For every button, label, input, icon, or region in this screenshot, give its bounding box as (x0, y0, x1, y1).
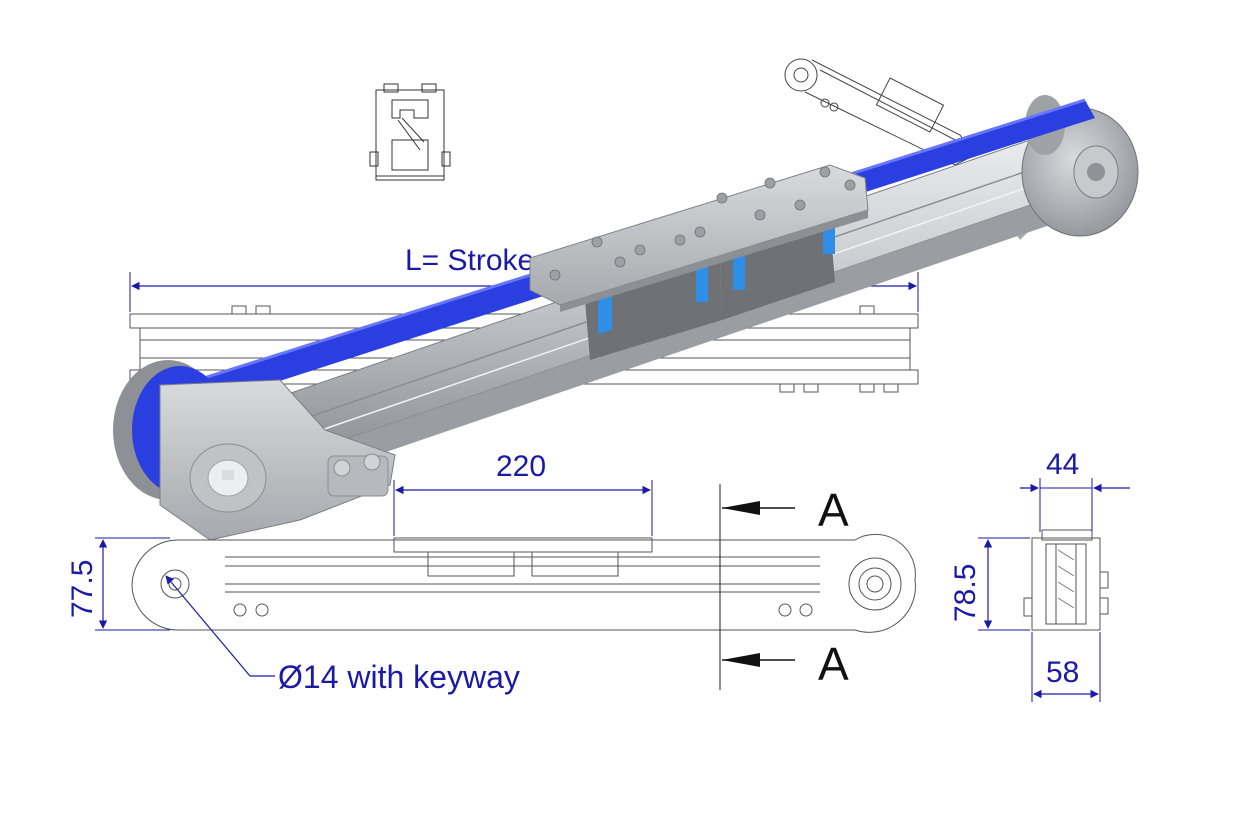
end-view-small (369, 83, 451, 181)
width-bottom-label: 58 (1046, 656, 1079, 689)
stroke-label: L= Stroke (405, 244, 534, 277)
width-top-label: 44 (1046, 448, 1079, 481)
end-height-label: 77.5 (66, 560, 99, 618)
width-bottom-dimension: 58 (1031, 632, 1101, 702)
height-side-label: 78.5 (949, 564, 982, 622)
near-pulley (113, 360, 396, 541)
section-mark-top: A (818, 484, 849, 536)
height-side-dimension: 78.5 (949, 537, 1030, 631)
iso-render (113, 95, 1139, 541)
section-line: A A (719, 484, 849, 690)
section-mark-bottom: A (818, 638, 849, 690)
width-top-dimension: 44 (1020, 448, 1130, 532)
end-height-dimension: 77.5 (66, 537, 170, 631)
shaft-note-label: Ø14 with keyway (278, 659, 520, 695)
carriage (529, 164, 869, 360)
carriage-dimension: 220 (393, 450, 653, 536)
end-section-view (1023, 529, 1109, 631)
shaft-leader: Ø14 with keyway (165, 575, 520, 695)
front-elevation (131, 533, 916, 633)
carriage-length-label: 220 (496, 450, 546, 483)
